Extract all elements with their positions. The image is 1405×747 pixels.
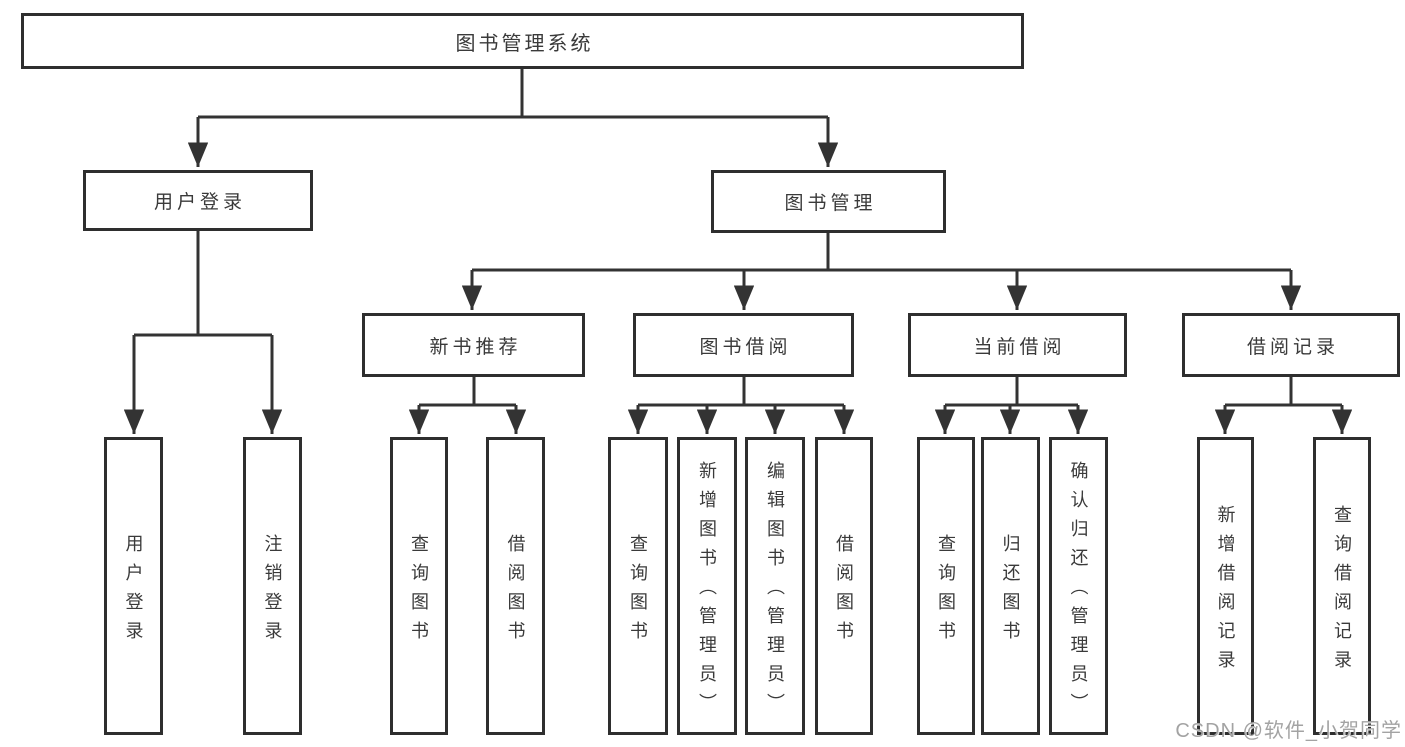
node-label: 用户登录 bbox=[153, 192, 246, 213]
node-label: 新书推荐 bbox=[429, 336, 522, 358]
leaf-label: 注销登录 bbox=[262, 533, 283, 650]
node-current-borrowing: 当前借阅 bbox=[908, 313, 1127, 377]
leaf-recommend-query-books: 查询图书 bbox=[390, 437, 448, 735]
node-label: 图书管理 bbox=[784, 193, 877, 214]
node-label: 图书管理系统 bbox=[455, 32, 594, 55]
leaf-label: 用户登录 bbox=[123, 533, 144, 650]
node-user-login: 用户登录 bbox=[83, 170, 313, 231]
leaf-label: 查询图书 bbox=[628, 533, 648, 650]
leaf-label: 编辑图书（管理员） bbox=[765, 461, 785, 722]
leaf-label: 借阅图书 bbox=[505, 533, 526, 650]
leaf-label: 查询借阅记录 bbox=[1332, 504, 1352, 679]
leaf-logout: 注销登录 bbox=[243, 437, 302, 735]
leaf-confirm-return-admin: 确认归还（管理员） bbox=[1049, 437, 1108, 735]
node-label: 借阅记录 bbox=[1246, 336, 1339, 358]
csdn-watermark: CSDN @软件_小贺同学 bbox=[1175, 720, 1402, 742]
leaf-label: 归还图书 bbox=[1000, 533, 1021, 650]
node-label: 当前借阅 bbox=[973, 336, 1066, 358]
leaf-edit-books-admin: 编辑图书（管理员） bbox=[745, 437, 805, 735]
node-label: 图书借阅 bbox=[699, 336, 792, 358]
leaf-add-borrow-record: 新增借阅记录 bbox=[1197, 437, 1254, 735]
node-book-management: 图书管理 bbox=[711, 170, 946, 233]
leaf-query-borrow-record: 查询借阅记录 bbox=[1313, 437, 1371, 735]
leaf-label: 新增借阅记录 bbox=[1215, 504, 1236, 679]
node-book-borrowing: 图书借阅 bbox=[633, 313, 854, 377]
leaf-label: 查询图书 bbox=[409, 533, 429, 650]
leaf-label: 查询图书 bbox=[936, 533, 956, 650]
leaf-user-login: 用户登录 bbox=[104, 437, 163, 735]
leaf-label: 确认归还（管理员） bbox=[1068, 461, 1089, 722]
node-new-book-recommend: 新书推荐 bbox=[362, 313, 585, 377]
leaf-current-query-books: 查询图书 bbox=[917, 437, 975, 735]
leaf-borrowing-query-books: 查询图书 bbox=[608, 437, 668, 735]
leaf-return-books: 归还图书 bbox=[981, 437, 1040, 735]
leaf-add-books-admin: 新增图书（管理员） bbox=[677, 437, 737, 735]
leaf-label: 借阅图书 bbox=[834, 533, 854, 650]
node-borrowing-records: 借阅记录 bbox=[1182, 313, 1400, 377]
leaf-borrowing-borrow-books: 借阅图书 bbox=[815, 437, 873, 735]
node-library-system: 图书管理系统 bbox=[21, 13, 1024, 69]
leaf-recommend-borrow-books: 借阅图书 bbox=[486, 437, 545, 735]
leaf-label: 新增图书（管理员） bbox=[697, 461, 717, 722]
